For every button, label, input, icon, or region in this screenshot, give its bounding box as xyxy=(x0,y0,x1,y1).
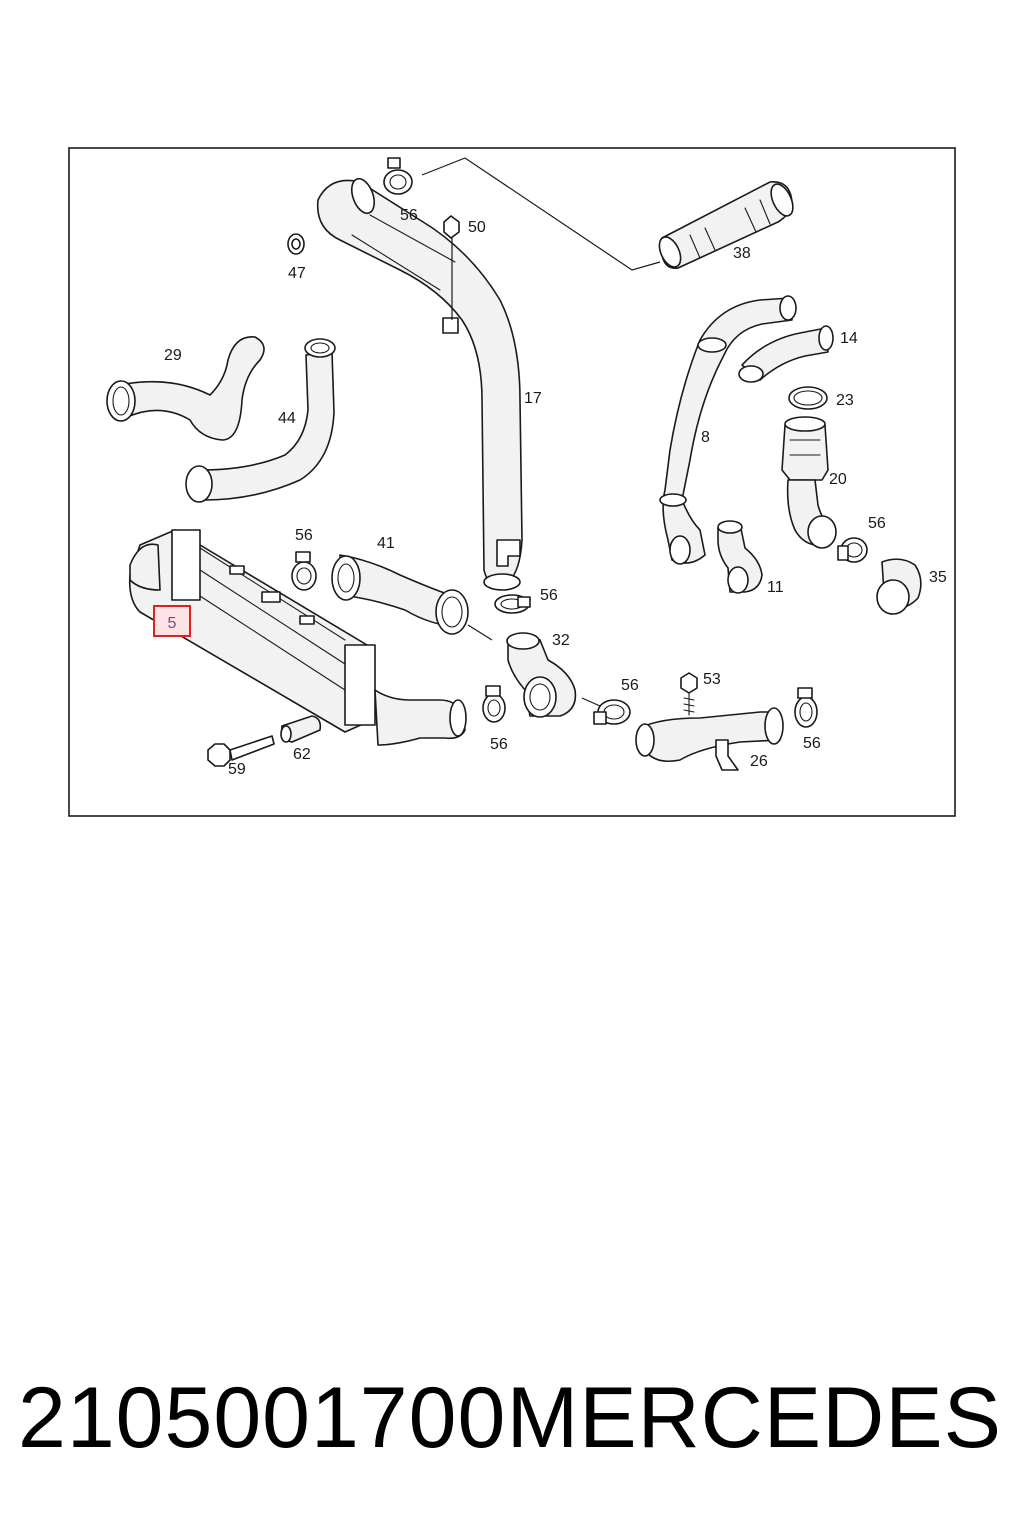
callout-56-17: 56 xyxy=(540,587,558,604)
part-38-hose xyxy=(658,181,794,270)
callout-56-lower-left: 56 xyxy=(490,736,508,753)
part-50-nut xyxy=(443,215,460,320)
part-8-hose xyxy=(659,295,797,565)
part-26-pipe xyxy=(635,707,784,771)
callout-53: 53 xyxy=(703,671,721,688)
callout-56-41: 56 xyxy=(295,527,313,544)
callout-59: 59 xyxy=(228,761,246,778)
callout-5: 5 xyxy=(168,615,177,632)
part-56-clamp-17 xyxy=(494,594,531,614)
callout-62: 62 xyxy=(293,746,311,763)
callout-17: 17 xyxy=(524,390,542,407)
part-53-bolt xyxy=(680,672,698,716)
part-41-hose xyxy=(331,554,493,641)
callout-29: 29 xyxy=(164,347,182,364)
part-29-hose xyxy=(106,336,265,441)
callout-26: 26 xyxy=(750,753,768,770)
callout-47: 47 xyxy=(288,265,306,282)
part-32-elbow xyxy=(506,632,577,718)
callout-56-lower-right: 56 xyxy=(803,735,821,752)
leader-38 xyxy=(421,157,661,271)
part-number: 2105001700 xyxy=(18,1370,507,1466)
callout-23: 23 xyxy=(836,392,854,409)
part-56-clamp-right-mid xyxy=(837,537,868,563)
brand-name: MERCEDES xyxy=(506,1370,1002,1466)
part-14-pipe xyxy=(738,325,834,383)
part-56-clamp-mid xyxy=(581,697,631,725)
callout-8: 8 xyxy=(701,429,710,446)
callout-5-highlight[interactable]: 5 xyxy=(153,605,191,637)
part-20-fitting xyxy=(781,416,837,549)
callout-38: 38 xyxy=(733,245,751,262)
callout-35: 35 xyxy=(929,569,947,586)
part-44-hose xyxy=(185,338,336,503)
part-56-clamp-lower-right xyxy=(794,687,818,728)
part-56-clamp-top xyxy=(383,157,413,195)
callout-20: 20 xyxy=(829,471,847,488)
part-5-intercooler xyxy=(128,529,467,746)
part-62-spacer xyxy=(280,715,322,743)
part-35-cap xyxy=(876,558,922,615)
part-56-clamp-lower-left xyxy=(482,685,506,723)
callout-50: 50 xyxy=(468,219,486,236)
callout-56-right-mid: 56 xyxy=(868,515,886,532)
callout-44: 44 xyxy=(278,410,296,427)
part-56-clamp-41 xyxy=(291,551,317,591)
callout-41: 41 xyxy=(377,535,395,552)
callout-14: 14 xyxy=(840,330,858,347)
callout-11: 11 xyxy=(767,579,784,596)
part-59-bolt xyxy=(207,735,275,767)
part-11-elbow xyxy=(717,520,763,594)
part-17-charge-pipe xyxy=(316,177,523,591)
callout-56-mid: 56 xyxy=(621,677,639,694)
callout-32: 32 xyxy=(552,632,570,649)
part-47-grommet xyxy=(287,233,305,255)
part-23-o-ring xyxy=(788,386,828,410)
callout-56-top: 56 xyxy=(400,207,418,224)
parts-diagram: 56 50 47 38 29 14 17 23 44 8 20 56 56 41… xyxy=(68,147,956,817)
